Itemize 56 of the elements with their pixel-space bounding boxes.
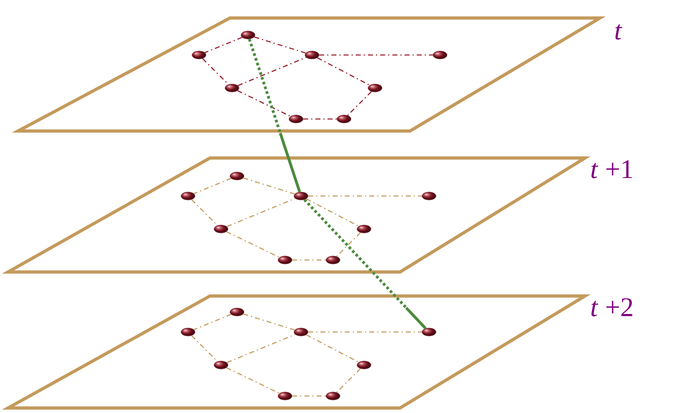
dash-dot-line (306, 198, 359, 227)
node-dot (326, 256, 340, 264)
dash-dot-line (308, 331, 422, 333)
node-dot (240, 30, 256, 40)
dash-dot-line (238, 56, 306, 86)
node-dot (278, 256, 292, 264)
node-dot (294, 192, 308, 200)
layer-label: t +2 (591, 298, 632, 316)
dash-dot-line (243, 177, 295, 195)
dash-dot-line (226, 367, 280, 394)
node-dot (422, 328, 436, 336)
node-dot (294, 328, 308, 336)
node-dot (278, 392, 292, 400)
dash-dot-line (336, 368, 361, 393)
link-line (248, 38, 301, 192)
node-dot (180, 192, 196, 200)
node-dot (336, 114, 352, 124)
node-dot (192, 50, 206, 60)
dash-dot-line (204, 36, 242, 54)
dash-dot-line (306, 334, 359, 363)
dash-dot-line (191, 335, 218, 362)
dash-dot-line (336, 232, 361, 257)
node-dot (304, 50, 320, 60)
layer-label: t (615, 24, 622, 40)
node-dot (224, 84, 240, 92)
node-dot (230, 308, 244, 316)
dash-dot-line (226, 334, 296, 364)
node-dot (356, 360, 372, 370)
dash-dot-line (243, 313, 295, 331)
dash-dot-line (194, 314, 232, 330)
node-dot (288, 114, 304, 124)
dash-dot-line (303, 118, 337, 120)
node-dot (230, 172, 244, 180)
node-dot (214, 360, 228, 370)
dash-dot-line (292, 395, 326, 397)
node-dot (368, 84, 382, 92)
dash-dot-line (226, 198, 296, 228)
dash-dot-line (319, 54, 433, 56)
node-dot (326, 392, 340, 400)
node-dot (180, 328, 196, 336)
dash-dot-line (202, 58, 229, 85)
dash-dot-line (308, 195, 422, 197)
link-line (303, 198, 427, 330)
dash-dot-line (254, 36, 306, 54)
layer-label: t +1 (591, 160, 632, 178)
node-dot (422, 192, 436, 200)
node-dot (214, 224, 228, 234)
node-dot (432, 50, 448, 60)
dash-dot-line (194, 178, 232, 194)
dash-dot-line (347, 91, 372, 116)
dash-dot-line (237, 90, 291, 117)
dash-dot-line (226, 231, 280, 258)
node-dot (356, 224, 372, 234)
dash-dot-line (292, 259, 326, 261)
dash-dot-line (191, 199, 218, 226)
dash-dot-line (317, 57, 370, 86)
